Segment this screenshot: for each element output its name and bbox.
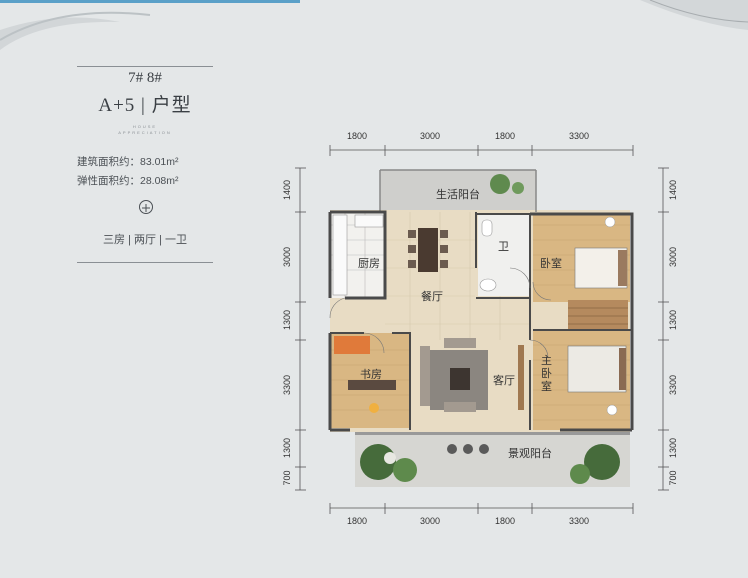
right-dimension-line: [658, 167, 669, 491]
dim-left-6: 700: [282, 470, 292, 486]
room-label-study: 书房: [360, 369, 382, 381]
room-label-bathroom: 卫: [498, 241, 509, 253]
garden-plants: [360, 444, 620, 484]
dim-left-5: 1300: [282, 437, 292, 459]
dim-right-5: 1300: [668, 437, 678, 459]
room-label-living-balcony: 生活阳台: [436, 189, 480, 201]
balcony-seating: [447, 444, 489, 454]
washbasin-icon: [479, 278, 497, 292]
tagline-line-2: APPRECIATION: [118, 130, 172, 135]
coffee-table: [450, 368, 470, 390]
study-desk: [348, 380, 396, 390]
tv-cabinet: [518, 345, 524, 410]
bottom-dimension-line: [329, 503, 634, 514]
dim-bottom-4: 3300: [569, 516, 590, 526]
north-compass-icon: [139, 200, 153, 214]
room-label-living: 客厅: [493, 375, 515, 387]
room-label-view-balcony: 景观阳台: [508, 448, 552, 460]
unit-model-title: A+5 | 户型: [98, 95, 192, 116]
dim-top-1: 1800: [347, 131, 368, 141]
building-number: 7# 8#: [128, 70, 162, 86]
living-balcony-area: [380, 170, 536, 212]
dim-bottom-3: 1800: [495, 516, 516, 526]
built-area: 建筑面积约：83.01m²: [77, 156, 179, 168]
dim-bottom-1: 1800: [347, 516, 368, 526]
balcony-plant-icon: [490, 174, 510, 194]
dim-right-2: 3000: [668, 246, 678, 268]
room-label-bedroom: 卧室: [540, 258, 562, 270]
dim-right-6: 700: [668, 470, 678, 486]
walls: [328, 169, 634, 432]
dim-top-2: 3000: [420, 131, 441, 141]
dim-right-3: 1300: [668, 309, 678, 331]
top-dimension-line: [329, 145, 634, 156]
dim-left-3: 1300: [282, 309, 292, 331]
kitchen-counter: [332, 214, 348, 296]
toilet-icon: [481, 219, 493, 237]
bottom-rule: [77, 262, 213, 263]
top-accent-bar: [0, 0, 300, 3]
dim-left-4: 3300: [282, 374, 292, 396]
dim-top-3: 1800: [495, 131, 516, 141]
study-bed: [334, 336, 370, 354]
room-label-master-bedroom: 主卧室: [541, 355, 552, 393]
room-summary: 三房 | 两厅 | 一卫: [103, 234, 187, 246]
flexible-area: 弹性面积约：28.08m²: [77, 175, 179, 187]
left-dimension-line: [295, 167, 306, 491]
room-label-kitchen: 厨房: [358, 258, 380, 270]
dim-right-1: 1400: [668, 179, 678, 201]
sofa: [420, 346, 430, 406]
top-rule: [77, 66, 213, 67]
dim-left-1: 1400: [282, 179, 292, 201]
room-label-dining: 餐厅: [421, 291, 443, 303]
dim-left-2: 3000: [282, 246, 292, 268]
house-appreciation-tagline: HOUSE APPRECIATION: [77, 124, 213, 136]
dim-bottom-2: 3000: [420, 516, 441, 526]
dining-table: [418, 228, 438, 272]
dim-top-4: 3300: [569, 131, 590, 141]
wardrobe: [568, 300, 628, 330]
dim-right-4: 3300: [668, 374, 678, 396]
master-bed: [567, 345, 627, 393]
tagline-line-1: HOUSE: [132, 124, 158, 129]
door-arcs: [329, 267, 552, 359]
